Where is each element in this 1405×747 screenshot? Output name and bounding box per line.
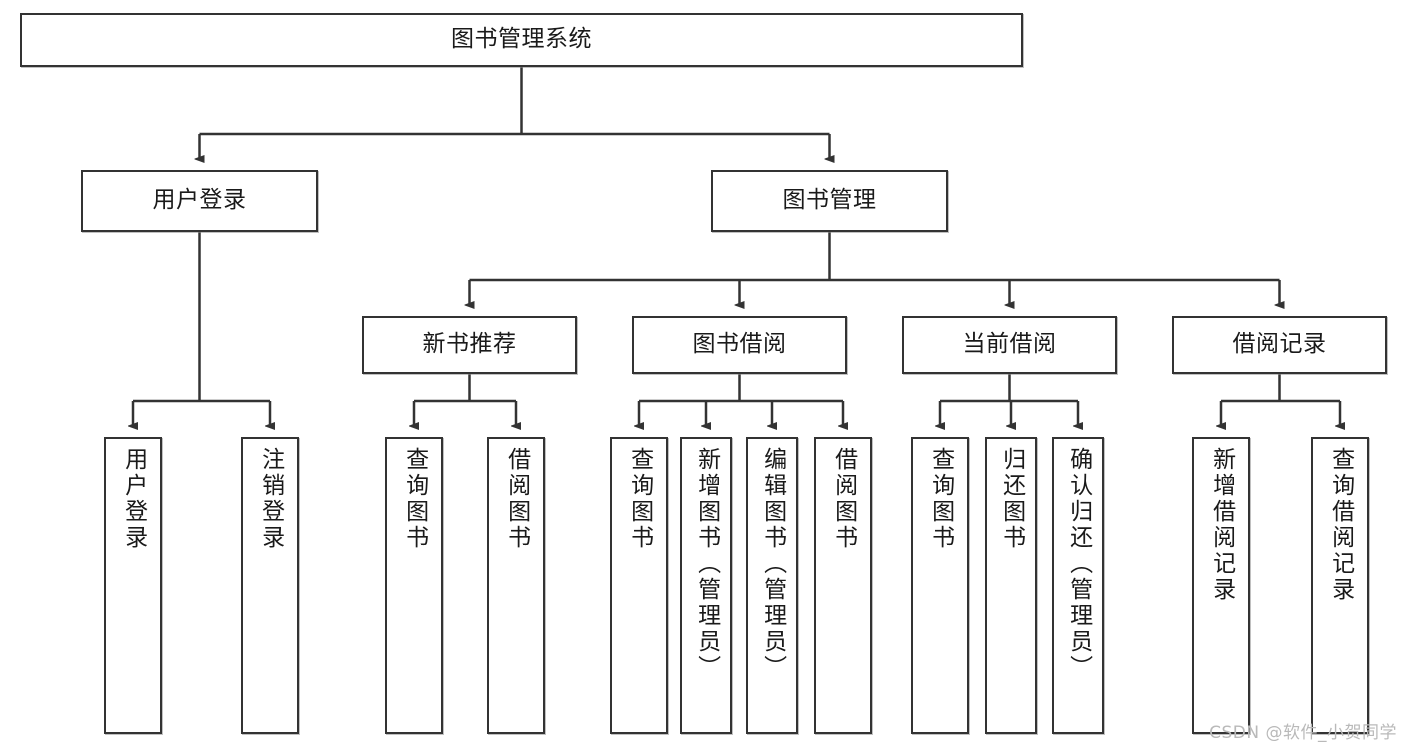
node-label: 新增借阅记录	[1208, 447, 1235, 603]
node-leaf-bw-edit[interactable]: 编辑图书（管理员）	[746, 437, 798, 734]
node-label: 图书借阅	[692, 331, 787, 358]
node-label: 归还图书	[998, 447, 1025, 551]
node-label: 借阅记录	[1232, 331, 1327, 358]
node-login[interactable]: 用户登录	[81, 170, 318, 232]
node-borrow[interactable]: 图书借阅	[632, 316, 847, 374]
node-current[interactable]: 当前借阅	[902, 316, 1117, 374]
node-leaf-bw-borrow[interactable]: 借阅图书	[814, 437, 872, 734]
node-leaf-bw-query[interactable]: 查询图书	[610, 437, 668, 734]
node-bookmgmt[interactable]: 图书管理	[711, 170, 948, 232]
node-label: 编辑图书（管理员）	[759, 447, 786, 681]
node-leaf-nb-borrow[interactable]: 借阅图书	[487, 437, 545, 734]
node-label: 查询图书	[626, 447, 653, 551]
node-label: 查询图书	[927, 447, 954, 551]
watermark-text: CSDN @软件_小贺同学	[1209, 723, 1397, 743]
node-root[interactable]: 图书管理系统	[20, 13, 1023, 67]
node-leaf-user-login[interactable]: 用户登录	[104, 437, 162, 734]
node-leaf-cb-confirm[interactable]: 确认归还（管理员）	[1052, 437, 1104, 734]
node-leaf-rc-add[interactable]: 新增借阅记录	[1192, 437, 1250, 734]
node-label: 用户登录	[152, 187, 247, 214]
node-label: 注销登录	[257, 447, 284, 551]
node-leaf-cb-return[interactable]: 归还图书	[985, 437, 1037, 734]
node-label: 新书推荐	[422, 331, 517, 358]
node-label: 用户登录	[120, 447, 147, 551]
node-leaf-cb-query[interactable]: 查询图书	[911, 437, 969, 734]
node-label: 借阅图书	[830, 447, 857, 551]
node-leaf-rc-query[interactable]: 查询借阅记录	[1311, 437, 1369, 734]
node-records[interactable]: 借阅记录	[1172, 316, 1387, 374]
node-label: 图书管理系统	[451, 26, 592, 53]
node-leaf-nb-query[interactable]: 查询图书	[385, 437, 443, 734]
node-label: 借阅图书	[503, 447, 530, 551]
node-leaf-bw-add[interactable]: 新增图书（管理员）	[680, 437, 732, 734]
node-label: 新增图书（管理员）	[693, 447, 720, 681]
node-newbook[interactable]: 新书推荐	[362, 316, 577, 374]
node-label: 查询借阅记录	[1327, 447, 1354, 603]
node-label: 图书管理	[782, 187, 877, 214]
node-label: 当前借阅	[962, 331, 1057, 358]
node-label: 确认归还（管理员）	[1065, 447, 1092, 681]
node-leaf-user-logout[interactable]: 注销登录	[241, 437, 299, 734]
node-label: 查询图书	[401, 447, 428, 551]
